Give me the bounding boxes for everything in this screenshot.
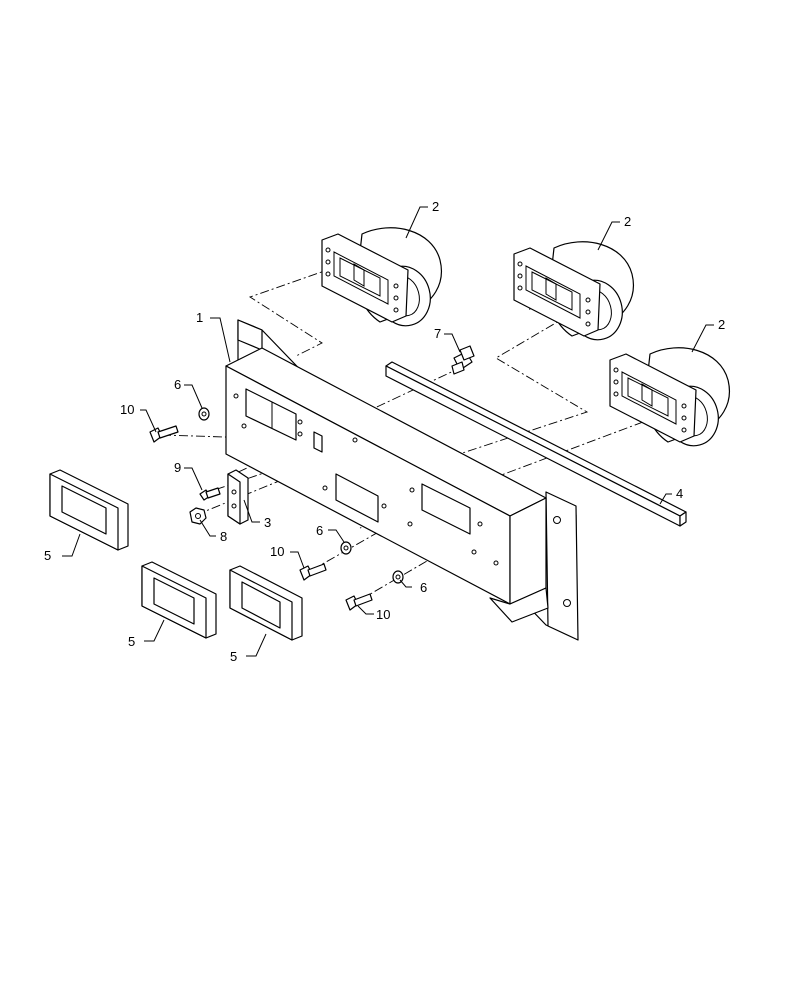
callout-5-a: 5 (44, 548, 51, 563)
blower-top-right (513, 241, 635, 347)
nut-8 (189, 507, 207, 525)
blower-top-left (321, 227, 443, 333)
callout-10-b: 10 (270, 544, 284, 559)
leader-lines (62, 206, 714, 657)
bolt-center (299, 563, 327, 581)
bracket-part (227, 469, 249, 525)
washer-upper-left (198, 407, 210, 421)
fitting-7 (451, 345, 475, 375)
callout-5-b: 5 (128, 634, 135, 649)
screw-9 (199, 487, 221, 501)
callout-8: 8 (220, 529, 227, 544)
gasket-right (229, 565, 303, 641)
callout-7: 7 (434, 326, 441, 341)
gasket-left (49, 469, 129, 551)
callout-6-b: 6 (316, 523, 323, 538)
callout-4: 4 (676, 486, 683, 501)
bar-part (385, 361, 687, 527)
washer-center (340, 541, 352, 555)
callout-2-c: 2 (718, 317, 725, 332)
callout-6-c: 6 (420, 580, 427, 595)
callout-1: 1 (196, 310, 203, 325)
callout-labels: 1 2 2 2 3 4 5 5 5 6 6 6 7 8 9 10 10 10 (44, 199, 725, 664)
callout-2-a: 2 (432, 199, 439, 214)
bolt-lower (345, 593, 373, 611)
blower-right (609, 347, 731, 453)
callout-9: 9 (174, 460, 181, 475)
callout-6-a: 6 (174, 377, 181, 392)
callout-2-b: 2 (624, 214, 631, 229)
callout-10-a: 10 (120, 402, 134, 417)
callout-3: 3 (264, 515, 271, 530)
callout-5-c: 5 (230, 649, 237, 664)
housing-panel (225, 319, 579, 641)
gasket-center (141, 561, 217, 639)
callout-10-c: 10 (376, 607, 390, 622)
